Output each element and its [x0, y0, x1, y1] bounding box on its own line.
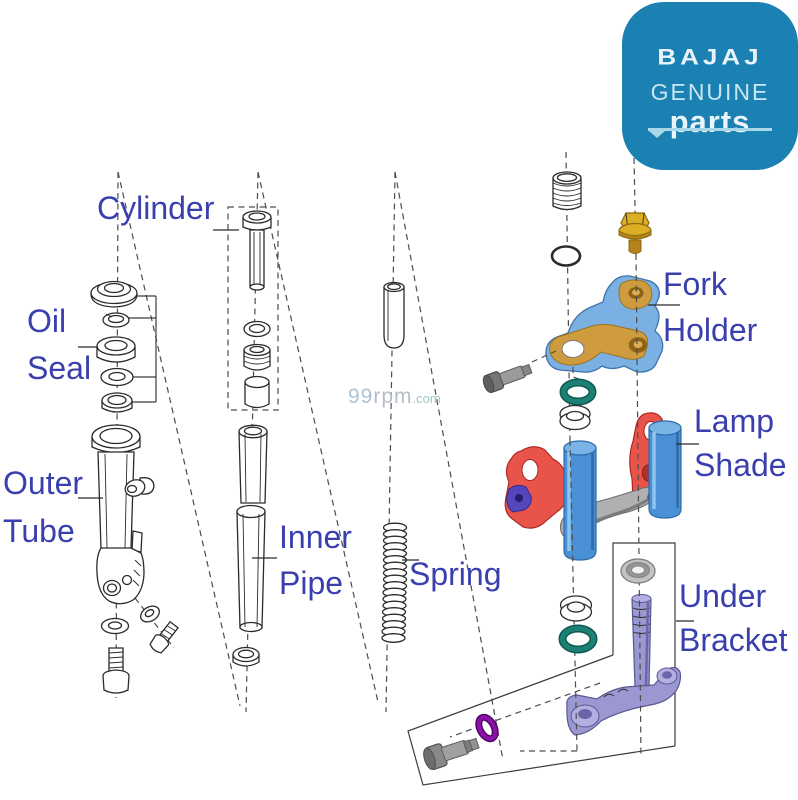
lamp-bracket-left-red — [504, 446, 568, 529]
pinch-bolt — [149, 620, 179, 654]
rebound-tube — [383, 281, 405, 349]
cylinder-base — [244, 375, 270, 409]
outer-tube-part — [91, 424, 155, 605]
washer-stack-lower — [559, 595, 593, 622]
dust-seal — [620, 558, 656, 584]
label-leader-lines — [78, 229, 699, 622]
logo-brand-text: BAJAJ — [657, 44, 763, 70]
teal-o-ring-upper — [559, 378, 597, 406]
lamp-shade-right-tube — [648, 420, 682, 519]
allen-bolt — [482, 363, 533, 394]
steering-stem-bolt — [423, 737, 480, 771]
cylinder-piston — [243, 343, 271, 371]
o-ring — [550, 245, 582, 267]
watermark-part2: rpm — [373, 385, 413, 408]
oil-seal-part — [96, 336, 136, 363]
guide-bushing — [101, 392, 133, 413]
watermark-part1: 99 — [348, 385, 374, 408]
gold-bolt — [618, 212, 652, 254]
lamp-shade-left-tube — [563, 440, 597, 561]
grouping-bracket-lines — [129, 295, 157, 403]
logo-underline-arrow-icon — [649, 131, 665, 138]
seal-washer — [100, 367, 134, 387]
snap-ring — [102, 312, 130, 328]
watermark-99rpm: 99rpm.com — [348, 385, 441, 409]
cylinder-rod — [242, 210, 272, 291]
under-bracket-part — [566, 594, 682, 736]
threaded-adjuster — [552, 171, 582, 211]
under-bracket-box — [407, 542, 676, 786]
fork-holder-part — [545, 275, 664, 373]
axle-bolt — [102, 647, 130, 694]
bajaj-genuine-parts-logo: BAJAJ GENUINE parts — [622, 2, 798, 170]
piston-ring — [243, 320, 271, 338]
teal-o-ring-lower — [558, 624, 598, 654]
watermark-part3: .com — [412, 391, 441, 406]
washer-stack-upper — [559, 404, 591, 431]
logo-genuine-text: GENUINE — [650, 79, 770, 105]
logo-underline — [648, 128, 772, 138]
guide-lines-dashed — [115, 151, 637, 761]
fork-cap — [90, 280, 138, 308]
fork-spring — [381, 522, 408, 643]
axle-washer — [100, 617, 130, 635]
pinch-nut — [140, 605, 160, 623]
purple-o-ring — [475, 713, 499, 743]
inner-pipe-part — [232, 424, 268, 667]
logo-parts-text: parts — [669, 104, 751, 139]
cylinder-assembly-box — [227, 206, 279, 411]
